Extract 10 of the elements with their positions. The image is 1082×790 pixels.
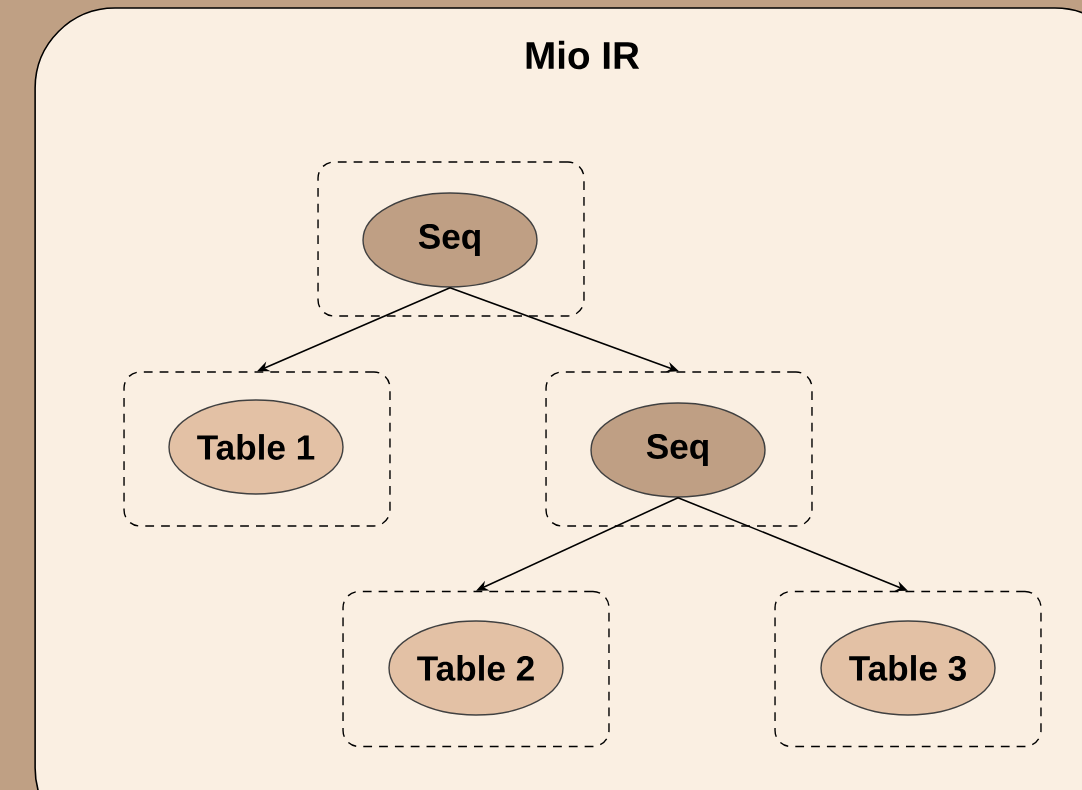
ellipse-node: Seq bbox=[590, 402, 766, 498]
dashed-box bbox=[123, 371, 391, 527]
ellipse-node: Table 1 bbox=[168, 399, 344, 495]
ellipse-node: Table 2 bbox=[388, 620, 564, 716]
ellipse-node: Table 3 bbox=[820, 620, 996, 716]
dashed-box bbox=[545, 371, 813, 527]
dashed-box bbox=[774, 590, 1042, 748]
dashed-box bbox=[317, 161, 585, 317]
ellipse-node: Seq bbox=[362, 192, 538, 288]
dashed-box bbox=[342, 590, 610, 748]
